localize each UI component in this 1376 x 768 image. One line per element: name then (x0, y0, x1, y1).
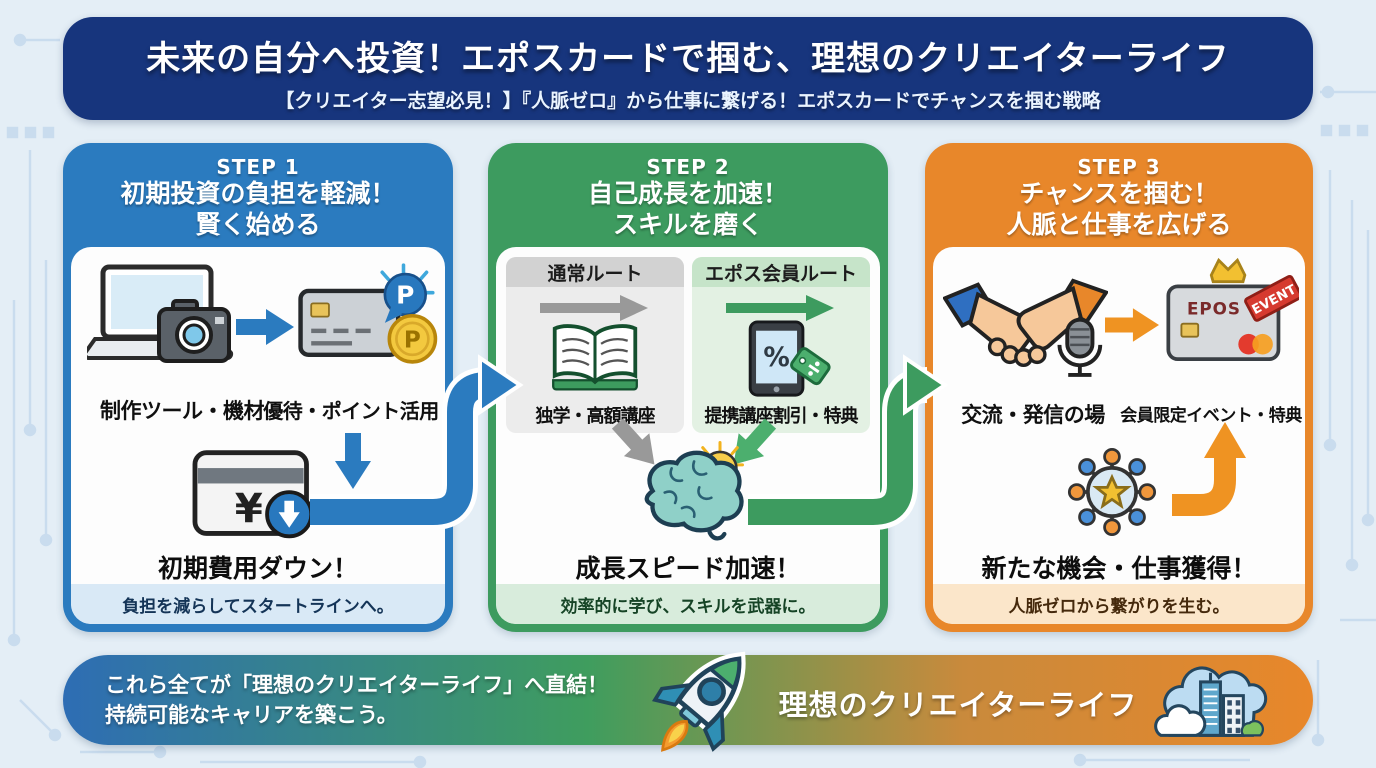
epos-route-title: エポス会員ルート (692, 257, 870, 287)
card-points-icon: P P (298, 263, 438, 364)
step1-body: P P 制作ツール・機材 優待・ポイント活用 ¥ 初期費用ダウン！ 負担を減らし… (71, 247, 445, 624)
step2-footer: 効率的に学び、スキルを武器に。 (496, 584, 880, 624)
svg-text:%: % (763, 343, 789, 373)
page-title: 未来の自分へ投資！エポスカードで掴む、理想のクリエイターライフ (146, 39, 1230, 79)
step1-panel: STEP 1 初期投資の負担を軽減！ 賢く始める (63, 143, 453, 632)
network-star-icon (1067, 447, 1157, 537)
banner-message-line1: これら全てが「理想のクリエイターライフ」へ直結！ (105, 673, 609, 697)
book-icon (552, 324, 638, 391)
epos-route-box: エポス会員ルート % 提携講座割引・特典 (692, 257, 870, 433)
banner-message-line2: 持続可能なキャリアを築こう。 (105, 703, 398, 728)
step1-title-line1: 初期投資の負担を軽減！ (120, 179, 396, 208)
epos-card-event-icon: EPOS EVENT (1166, 257, 1299, 361)
arrow-right-icon (236, 309, 294, 345)
step1-label: STEP 1 (216, 155, 300, 179)
step1-result-label: 初期費用ダウン！ (157, 554, 358, 583)
step3-title-line2: 人脈と仕事を広げる (1006, 209, 1232, 239)
step3-body: EPOS EVENT 交流・発信の場 会員限定イベント・特典 (933, 247, 1305, 624)
svg-text:EPOS: EPOS (1187, 298, 1241, 318)
step3-item1-label: 交流・発信の場 (961, 403, 1105, 427)
normal-route-box: 通常ルート 独学・高額講座 (506, 257, 684, 433)
step2-body: 通常ルート 独学・高額講座 エポス会員ルート (496, 247, 880, 624)
svg-text:¥: ¥ (235, 485, 263, 532)
page-subtitle: 【クリエイター志望必見！】『人脈ゼロ』から仕事に繋げる！エポスカードでチャンスを… (275, 90, 1101, 112)
arrow-down-icon (335, 433, 371, 489)
step2-result-label: 成長スピード加速！ (575, 554, 801, 583)
brain-idea-icon (644, 440, 744, 541)
card-yen-down-icon: ¥ (192, 450, 314, 539)
arrow-right-icon (1105, 308, 1159, 342)
green-arrow-icon (726, 295, 834, 321)
step3-footer: 人脈ゼロから繋がりを生む。 (933, 584, 1305, 624)
rocket-icon (651, 651, 746, 752)
step2-panel: STEP 2 自己成長を加速！ スキルを磨く 通常ルート (488, 143, 888, 632)
gray-converge-arrow-icon (611, 418, 655, 465)
handshake-mic-icon (943, 278, 1108, 377)
header-banner: 未来の自分へ投資！エポスカードで掴む、理想のクリエイターライフ 【クリエイター志… (63, 17, 1313, 120)
laptop-camera-icon (87, 264, 234, 363)
epos-route-label: 提携講座割引・特典 (704, 406, 859, 427)
city-cloud-icon (1154, 666, 1268, 737)
step3-item2-label: 会員限定イベント・特典 (1120, 406, 1302, 426)
svg-text:P: P (396, 280, 414, 309)
step3-title-line1: チャンスを掴む！ (1019, 179, 1219, 208)
step3-label: STEP 3 (1077, 155, 1161, 179)
step3-result-label: 新たな機会・仕事獲得！ (981, 554, 1257, 583)
step1-item1-label: 制作ツール・機材 (100, 399, 265, 423)
tablet-discount-icon: % (748, 320, 831, 397)
step1-title-line2: 賢く始める (195, 209, 321, 239)
svg-text:P: P (404, 328, 421, 354)
step1-item2-label: 優待・ポイント活用 (263, 399, 439, 423)
gray-arrow-icon (540, 295, 648, 321)
normal-route-label: 独学・高額講座 (535, 406, 656, 427)
step2-title-line2: スキルを磨く (612, 209, 763, 239)
step1-footer: 負担を減らしてスタートラインへ。 (71, 584, 445, 624)
normal-route-title: 通常ルート (506, 257, 684, 287)
step2-label: STEP 2 (646, 155, 730, 179)
goal-label: 理想のクリエイターライフ (778, 688, 1138, 722)
step3-panel: STEP 3 チャンスを掴む！ 人脈と仕事を広げる (925, 143, 1313, 632)
step2-title-line1: 自己成長を加速！ (587, 179, 788, 208)
